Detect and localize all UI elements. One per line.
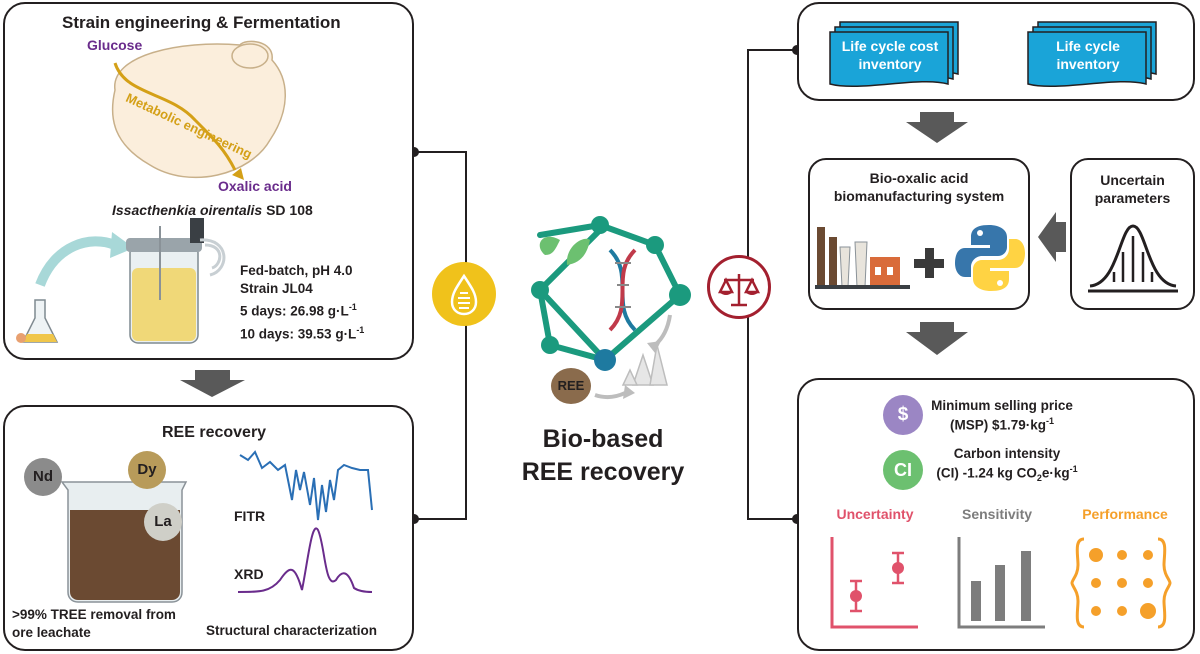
doc1-line-2: inventory (858, 56, 922, 72)
sensitivity-label: Sensitivity (961, 506, 1033, 522)
element-nd: Nd (24, 458, 62, 496)
arrow-down-right-2 (906, 322, 968, 355)
structural-label: Structural characterization (206, 623, 378, 638)
balance-scale-icon (707, 255, 771, 319)
sensitivity-chart-icon (957, 537, 1045, 629)
ree-badge: REE (551, 368, 591, 404)
bell-curve-icon (1088, 224, 1178, 293)
strain-code: SD 108 (262, 202, 313, 218)
info-line-4: 10 days: 39.53 g·L-1 (240, 324, 365, 342)
strain-label: Issacthenkia oirentalis SD 108 (112, 202, 313, 218)
xrd-pattern (237, 527, 373, 593)
removal-line-2: ore leachate (12, 625, 91, 640)
strain-species: Issacthenkia oirentalis (112, 202, 263, 218)
removal-line-1: >99% TREE removal from (12, 607, 176, 622)
msp-icon: $ (883, 395, 923, 435)
document-stack-1 (829, 21, 959, 87)
uncertainty-label: Uncertainty (836, 506, 914, 522)
glucose-label: Glucose (87, 37, 143, 53)
fermentation-info: Fed-batch, pH 4.0 Strain JL04 5 days: 26… (240, 262, 364, 343)
ci-icon: CI (883, 450, 923, 490)
doc2-line-2: inventory (1056, 56, 1120, 72)
arrow-down-left (180, 370, 245, 397)
bioreactor-illustration (16, 218, 226, 344)
element-dy: Dy (128, 451, 166, 489)
plus-icon (914, 248, 944, 278)
oxalic-acid-label: Oxalic acid (218, 178, 292, 194)
ftir-spectrum (239, 450, 373, 521)
uncertain-line-2: parameters (1094, 190, 1171, 206)
left-connector (414, 151, 467, 520)
python-icon (955, 225, 1025, 291)
yeast-cell-illustration (111, 40, 286, 180)
document-stack-2 (1027, 21, 1157, 87)
uncertain-line-1: Uncertain (1100, 172, 1165, 188)
msp-line-2: (MSP) $1.79·kg-1 (949, 416, 1055, 433)
ci-line-2: (CI) -1.24 kg CO2e·kg-1 (936, 464, 1078, 484)
element-la: La (144, 503, 182, 541)
system-line-2: biomanufacturing system (833, 188, 1005, 204)
info-line-1: Fed-batch, pH 4.0 (240, 263, 353, 278)
doc1-line-1: Life cycle cost (841, 38, 939, 54)
ree-recovery-title: REE recovery (162, 424, 267, 441)
factory-icon (815, 227, 910, 289)
info-line-3: 5 days: 26.98 g·L-1 (240, 302, 357, 319)
arrow-left-right (1038, 212, 1066, 262)
uncertainty-chart-icon (830, 537, 918, 629)
performance-label: Performance (1082, 506, 1168, 522)
msp-line-1: Minimum selling price (931, 398, 1073, 413)
xrd-label: XRD (234, 566, 264, 582)
center-title-line-1: Bio-based (542, 425, 664, 453)
ftir-label: FITR (234, 508, 266, 524)
center-title-line-2: REE recovery (521, 458, 685, 486)
oxalic-drop-icon (432, 262, 496, 326)
bio-network-illustration (531, 216, 691, 400)
system-line-1: Bio-oxalic acid (869, 170, 969, 186)
performance-matrix-icon (1070, 537, 1172, 629)
fermentation-title: Strain engineering & Fermentation (62, 13, 341, 32)
doc2-line-1: Life cycle (1056, 38, 1120, 54)
ci-line-1: Carbon intensity (953, 446, 1061, 461)
arrow-down-right-1 (906, 112, 968, 143)
info-line-2: Strain JL04 (240, 281, 313, 296)
